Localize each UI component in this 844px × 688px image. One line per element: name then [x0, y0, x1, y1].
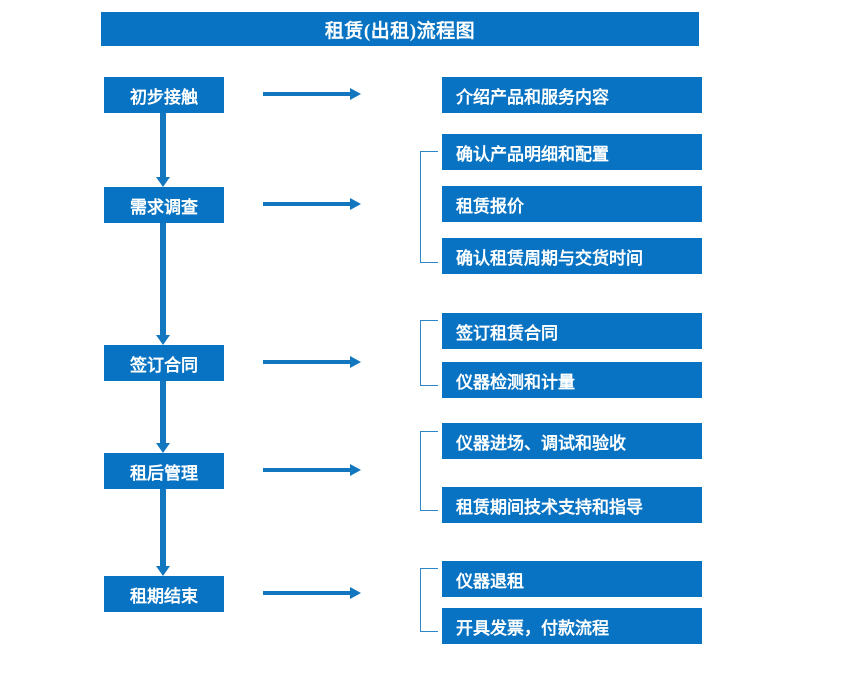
- arrow-head: [156, 443, 170, 453]
- arrow-down-icon-2: [156, 223, 170, 345]
- arrow-head: [350, 88, 361, 100]
- detail-box-5-1[interactable]: 仪器退租: [442, 561, 702, 597]
- arrow-down-icon-1: [156, 113, 170, 187]
- arrow-shaft: [160, 223, 166, 335]
- arrow-head: [350, 198, 361, 210]
- arrow-right-icon-5: [263, 587, 361, 599]
- stage-box-3[interactable]: 签订合同: [104, 345, 224, 381]
- arrow-right-icon-2: [263, 198, 361, 210]
- detail-box-2-2[interactable]: 租赁报价: [442, 186, 702, 222]
- group-bracket-3: [420, 320, 438, 386]
- stage-box-2[interactable]: 需求调查: [104, 187, 224, 223]
- arrow-shaft: [160, 113, 166, 177]
- flowchart-title: 租赁(出租)流程图: [101, 12, 699, 46]
- stage-box-5[interactable]: 租期结束: [104, 576, 224, 612]
- arrow-shaft: [263, 92, 351, 96]
- arrow-right-icon-4: [263, 464, 361, 476]
- detail-box-4-1[interactable]: 仪器进场、调试和验收: [442, 423, 702, 459]
- arrow-shaft: [160, 381, 166, 443]
- arrow-head: [156, 335, 170, 345]
- detail-box-2-1[interactable]: 确认产品明细和配置: [442, 134, 702, 170]
- detail-box-2-3[interactable]: 确认租赁周期与交货时间: [442, 238, 702, 274]
- arrow-head: [350, 356, 361, 368]
- detail-box-3-2[interactable]: 仪器检测和计量: [442, 362, 702, 398]
- arrow-right-icon-1: [263, 88, 361, 100]
- detail-box-5-2[interactable]: 开具发票，付款流程: [442, 608, 702, 644]
- arrow-right-icon-3: [263, 356, 361, 368]
- arrow-head: [156, 566, 170, 576]
- detail-box-3-1[interactable]: 签订租赁合同: [442, 313, 702, 349]
- group-bracket-4: [420, 431, 438, 511]
- stage-box-1[interactable]: 初步接触: [104, 77, 224, 113]
- arrow-head: [350, 587, 361, 599]
- arrow-down-icon-3: [156, 381, 170, 453]
- arrow-shaft: [263, 202, 351, 206]
- detail-box-4-2[interactable]: 租赁期间技术支持和指导: [442, 487, 702, 523]
- arrow-shaft: [263, 360, 351, 364]
- group-bracket-2: [420, 151, 438, 263]
- arrow-shaft: [263, 591, 351, 595]
- detail-box-1-1[interactable]: 介绍产品和服务内容: [442, 77, 702, 113]
- arrow-head: [156, 177, 170, 187]
- stage-box-4[interactable]: 租后管理: [104, 453, 224, 489]
- arrow-shaft: [160, 489, 166, 566]
- arrow-shaft: [263, 468, 351, 472]
- group-bracket-5: [420, 568, 438, 632]
- arrow-head: [350, 464, 361, 476]
- arrow-down-icon-4: [156, 489, 170, 576]
